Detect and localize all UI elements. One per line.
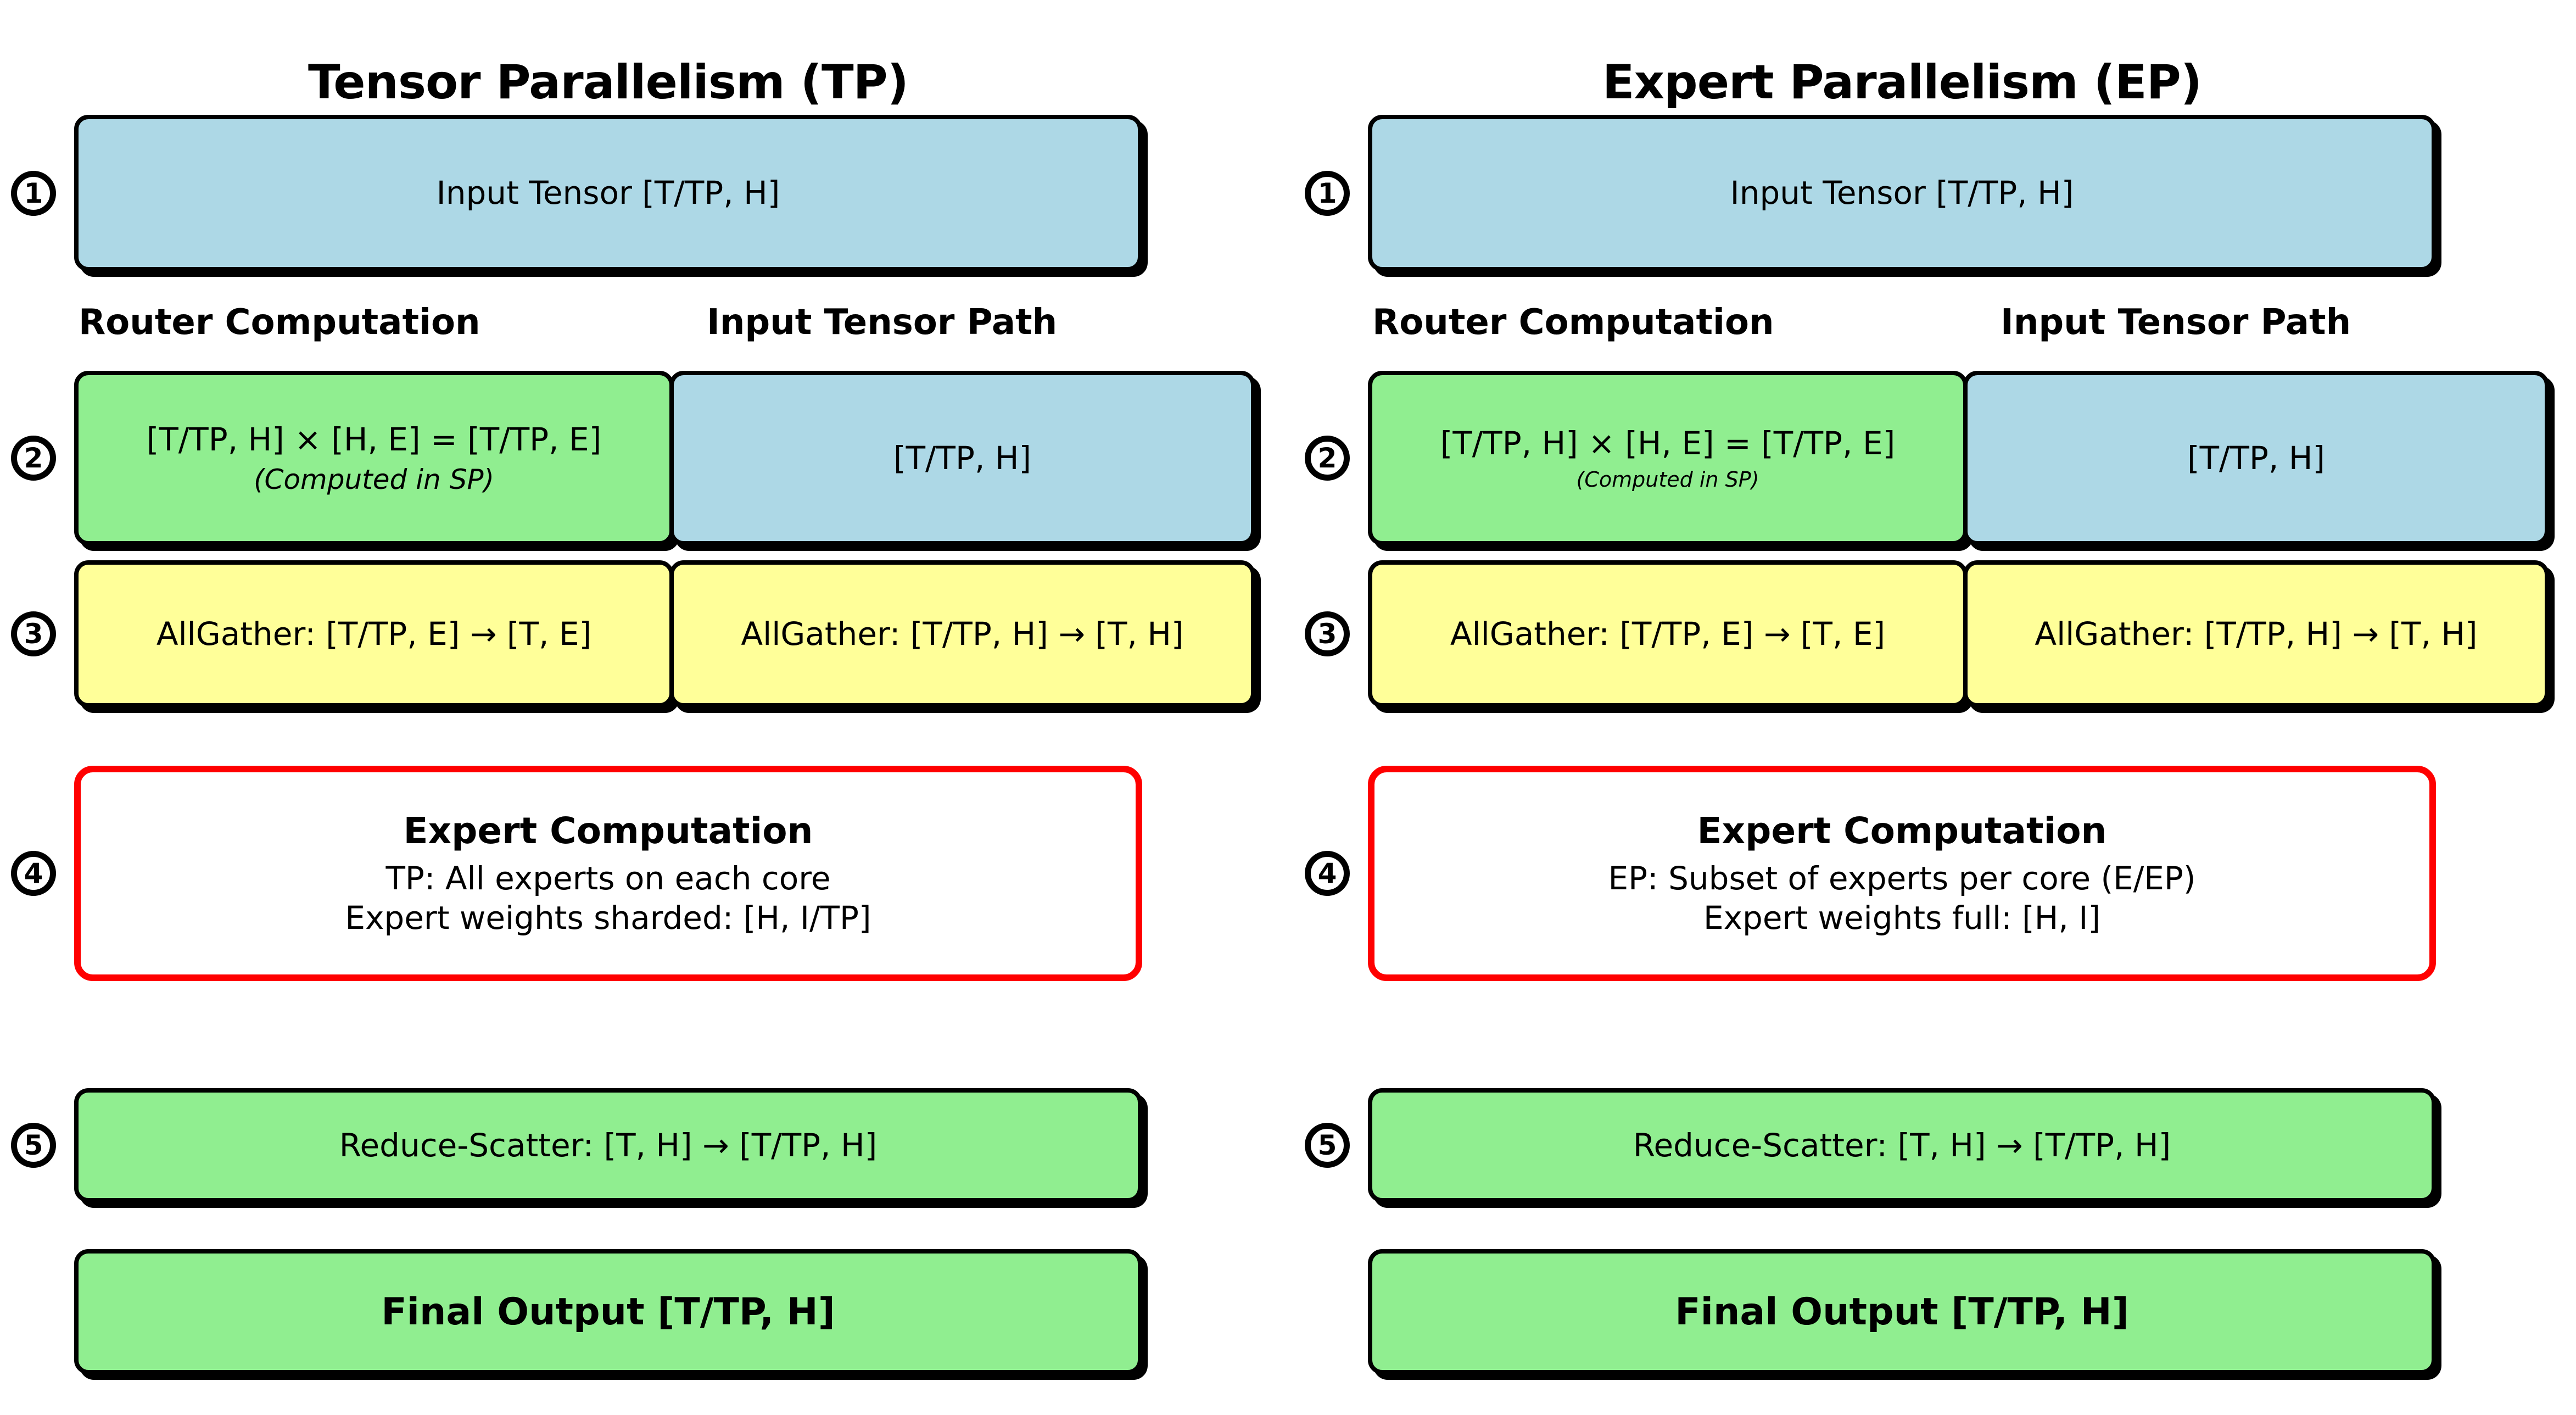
ep-step-3-badge: 3 bbox=[1305, 611, 1350, 656]
router-computation-note: (Computed in SP) bbox=[1576, 467, 1759, 492]
tp-step-3-badge: 3 bbox=[11, 611, 56, 656]
expert-detail-line-1: EP: Subset of experts per core (E/EP) bbox=[1608, 859, 2196, 897]
ep-step-4-badge: 4 bbox=[1305, 851, 1350, 896]
tp-router-computation-box: [T/TP, H] × [H, E] = [T/TP, E] (Computed… bbox=[74, 371, 674, 545]
ep-column-title: Expert Parallelism (EP) bbox=[1602, 55, 2202, 110]
tp-allgather-router-box: AllGather: [T/TP, E] → [T, E] bbox=[74, 560, 674, 708]
tp-expert-computation-box: Expert Computation TP: All experts on ea… bbox=[74, 766, 1142, 981]
tp-column: Tensor Parallelism (TP) 1 2 3 4 5 Input … bbox=[11, 0, 1255, 1415]
step-number: 5 bbox=[24, 1129, 43, 1161]
router-computation-formula: [T/TP, H] × [H, E] = [T/TP, E] bbox=[1440, 425, 1896, 462]
tp-final-output-box: Final Output [T/TP, H] bbox=[74, 1249, 1142, 1374]
ep-step-2-badge: 2 bbox=[1305, 436, 1350, 481]
input-path-value: [T/TP, H] bbox=[2187, 439, 2326, 477]
tp-reduce-scatter-box: Reduce-Scatter: [T, H] → [T/TP, H] bbox=[74, 1088, 1142, 1202]
ep-final-output-box: Final Output [T/TP, H] bbox=[1368, 1249, 2436, 1374]
step-number: 5 bbox=[1317, 1129, 1337, 1161]
tp-column-title: Tensor Parallelism (TP) bbox=[308, 55, 909, 110]
reduce-scatter-label: Reduce-Scatter: [T, H] → [T/TP, H] bbox=[1633, 1126, 2171, 1164]
ep-column: Expert Parallelism (EP) 1 2 3 4 5 Input … bbox=[1305, 0, 2549, 1415]
step-number: 3 bbox=[1317, 618, 1337, 650]
ep-step-5-badge: 5 bbox=[1305, 1123, 1350, 1168]
final-output-label: Final Output [T/TP, H] bbox=[381, 1290, 835, 1334]
ep-expert-computation-box: Expert Computation EP: Subset of experts… bbox=[1368, 766, 2436, 981]
ep-step-1-badge: 1 bbox=[1305, 171, 1350, 216]
tp-allgather-input-box: AllGather: [T/TP, H] → [T, H] bbox=[669, 560, 1255, 708]
input-tensor-label: Input Tensor [T/TP, H] bbox=[436, 174, 780, 212]
ep-allgather-router-box: AllGather: [T/TP, E] → [T, E] bbox=[1368, 560, 1968, 708]
expert-detail-line-2: Expert weights sharded: [H, I/TP] bbox=[345, 899, 871, 937]
tp-router-computation-header: Router Computation bbox=[79, 302, 480, 343]
expert-detail-line-2: Expert weights full: [H, I] bbox=[1703, 899, 2100, 937]
ep-input-tensor-path-header: Input Tensor Path bbox=[2001, 302, 2351, 343]
final-output-label: Final Output [T/TP, H] bbox=[1675, 1290, 2129, 1334]
expert-computation-title: Expert Computation bbox=[403, 810, 813, 853]
tp-step-1-badge: 1 bbox=[11, 171, 56, 216]
expert-detail-line-1: TP: All experts on each core bbox=[385, 859, 831, 897]
tp-step-4-badge: 4 bbox=[11, 851, 56, 896]
allgather-router-label: AllGather: [T/TP, E] → [T, E] bbox=[156, 615, 592, 653]
ep-input-tensor-box: Input Tensor [T/TP, H] bbox=[1368, 115, 2436, 271]
expert-computation-title: Expert Computation bbox=[1697, 810, 2107, 853]
input-tensor-label: Input Tensor [T/TP, H] bbox=[1730, 174, 2074, 212]
step-number: 4 bbox=[24, 857, 43, 889]
tp-input-tensor-box: Input Tensor [T/TP, H] bbox=[74, 115, 1142, 271]
ep-router-computation-box: [T/TP, H] × [H, E] = [T/TP, E] (Computed… bbox=[1368, 371, 1968, 545]
step-number: 2 bbox=[1317, 442, 1337, 474]
tp-input-tensor-path-header: Input Tensor Path bbox=[707, 302, 1058, 343]
allgather-router-label: AllGather: [T/TP, E] → [T, E] bbox=[1450, 615, 1886, 653]
router-computation-note: (Computed in SP) bbox=[253, 464, 494, 495]
ep-input-path-box: [T/TP, H] bbox=[1963, 371, 2549, 545]
ep-reduce-scatter-box: Reduce-Scatter: [T, H] → [T/TP, H] bbox=[1368, 1088, 2436, 1202]
reduce-scatter-label: Reduce-Scatter: [T, H] → [T/TP, H] bbox=[339, 1126, 878, 1164]
router-computation-formula: [T/TP, H] × [H, E] = [T/TP, E] bbox=[146, 420, 602, 458]
step-number: 2 bbox=[24, 442, 43, 474]
tp-input-path-box: [T/TP, H] bbox=[669, 371, 1255, 545]
ep-allgather-input-box: AllGather: [T/TP, H] → [T, H] bbox=[1963, 560, 2549, 708]
ep-router-computation-header: Router Computation bbox=[1372, 302, 1774, 343]
step-number: 4 bbox=[1317, 857, 1337, 889]
tp-step-2-badge: 2 bbox=[11, 436, 56, 481]
step-number: 1 bbox=[1317, 177, 1337, 209]
tp-step-5-badge: 5 bbox=[11, 1123, 56, 1168]
allgather-input-label: AllGather: [T/TP, H] → [T, H] bbox=[2035, 615, 2478, 653]
allgather-input-label: AllGather: [T/TP, H] → [T, H] bbox=[741, 615, 1184, 653]
step-number: 1 bbox=[24, 177, 43, 209]
input-path-value: [T/TP, H] bbox=[893, 439, 1032, 477]
step-number: 3 bbox=[24, 618, 43, 650]
